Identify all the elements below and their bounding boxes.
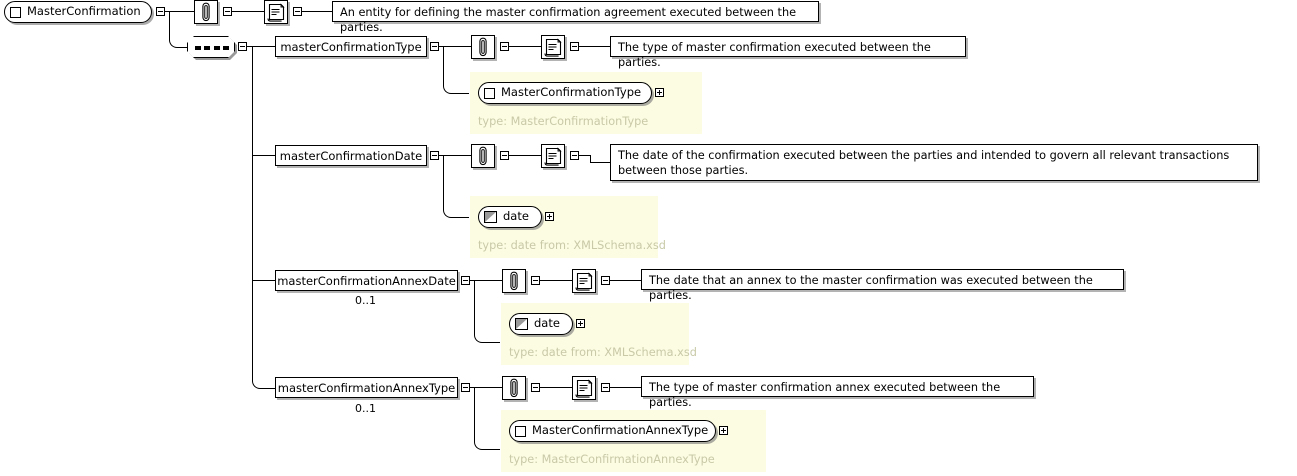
cardinality-child-4: 0..1: [355, 402, 376, 415]
connector-child3-doc-text: [610, 280, 642, 281]
toggle-minus-child-1[interactable]: [430, 42, 439, 51]
connector-child2-doc-seg1: [579, 155, 591, 156]
root-documentation-toggle-minus[interactable]: [293, 7, 302, 16]
sequence-compositor[interactable]: [187, 36, 235, 58]
annotation-toggle-child-1[interactable]: [500, 42, 509, 51]
paperclip-icon[interactable]: [194, 0, 218, 24]
documentation-box-child-1: The type of master confirmation executed…: [610, 36, 966, 69]
connector-child1-annotation-doc: [509, 46, 542, 47]
toggle-minus-child-3[interactable]: [461, 276, 470, 285]
sequence-dots: [195, 46, 229, 50]
connector-child2-doc-seg3: [590, 162, 611, 163]
root-element-node[interactable]: MasterConfirmation: [4, 1, 152, 23]
scroll-icon[interactable]: [541, 35, 565, 59]
element-label: masterConfirmationType: [280, 39, 422, 54]
scroll-icon[interactable]: [541, 144, 565, 168]
scroll-icon[interactable]: [572, 376, 596, 400]
cardinality-child-3: 0..1: [355, 294, 376, 307]
documentation-toggle-child-1[interactable]: [570, 42, 579, 51]
connector-annotation-documentation: [232, 11, 265, 12]
connector-documentation-text: [302, 11, 333, 12]
element-box-masterConfirmationAnnexDate[interactable]: masterConfirmationAnnexDate: [275, 270, 458, 291]
root-element-label: MasterConfirmation: [27, 4, 141, 19]
element-box-masterConfirmationAnnexType[interactable]: masterConfirmationAnnexType: [275, 377, 458, 398]
connector-trunk-child-2: [252, 155, 275, 156]
connector-child2-type: [443, 155, 469, 218]
simple-type-icon: [484, 211, 497, 223]
root-toggle-minus[interactable]: [156, 7, 165, 16]
type-toggle-plus-child-1[interactable]: [655, 88, 664, 97]
paperclip-icon[interactable]: [471, 35, 495, 59]
documentation-box-child-4: The type of master confirmation annex ex…: [641, 376, 1034, 409]
type-node-MasterConfirmationAnnexType[interactable]: MasterConfirmationAnnexType: [509, 420, 716, 442]
type-node-date[interactable]: date: [478, 206, 542, 228]
connector-trunk-child-3: [252, 280, 275, 281]
connector-child1-doc-text: [579, 46, 611, 47]
scroll-icon[interactable]: [572, 269, 596, 293]
connector-child2-doc-seg2: [590, 155, 591, 163]
element-label: masterConfirmationDate: [279, 148, 423, 163]
connector-child2-annotation: [439, 155, 472, 156]
type-toggle-plus-child-3[interactable]: [576, 319, 585, 328]
complex-element-icon: [515, 425, 526, 437]
toggle-minus-child-2[interactable]: [430, 151, 439, 160]
root-documentation-box: An entity for defining the master confir…: [332, 1, 819, 34]
documentation-toggle-child-2[interactable]: [570, 151, 579, 160]
element-label: masterConfirmationAnnexDate: [277, 273, 456, 288]
connector-child4-annotation-doc: [540, 387, 573, 388]
annotation-toggle-child-4[interactable]: [531, 383, 540, 392]
connector-child3-annotation: [470, 280, 503, 281]
element-box-masterConfirmationDate[interactable]: masterConfirmationDate: [275, 145, 427, 166]
paperclip-icon[interactable]: [502, 376, 526, 400]
type-node-label: MasterConfirmationType: [501, 85, 642, 100]
connector-root-sequence: [169, 11, 188, 48]
connector-child2-annotation-doc: [509, 155, 542, 156]
type-caption: type: MasterConfirmationAnnexType: [509, 453, 715, 466]
scroll-icon[interactable]: [264, 0, 288, 24]
connector-child4-doc-text: [610, 387, 642, 388]
complex-element-icon: [10, 6, 21, 18]
connector-child3-annotation-doc: [540, 280, 573, 281]
type-node-label: date: [534, 316, 560, 331]
documentation-toggle-child-4[interactable]: [601, 383, 610, 392]
toggle-minus-child-4[interactable]: [461, 383, 470, 392]
connector-trunk-child-4: [252, 368, 276, 389]
type-node-label: date: [503, 209, 529, 224]
type-caption: type: date from: XMLSchema.xsd: [478, 239, 666, 252]
connector-child1-annotation: [439, 46, 472, 47]
sequence-toggle-minus[interactable]: [238, 42, 247, 51]
connector-child4-annotation: [470, 387, 503, 388]
type-node-MasterConfirmationType[interactable]: MasterConfirmationType: [478, 82, 652, 104]
documentation-toggle-child-3[interactable]: [601, 276, 610, 285]
element-box-masterConfirmationType[interactable]: masterConfirmationType: [275, 36, 427, 57]
connector-child4-type: [474, 387, 500, 450]
documentation-box-child-2: The date of the confirmation executed be…: [610, 144, 1258, 181]
paperclip-icon[interactable]: [502, 269, 526, 293]
type-caption: type: MasterConfirmationType: [478, 115, 649, 128]
annotation-toggle-child-2[interactable]: [500, 151, 509, 160]
annotation-toggle-child-3[interactable]: [531, 276, 540, 285]
connector-child3-type: [474, 280, 500, 343]
paperclip-icon[interactable]: [471, 144, 495, 168]
complex-element-icon: [484, 87, 495, 99]
connector-sequence-child-1: [247, 46, 275, 47]
type-toggle-plus-child-2[interactable]: [545, 212, 554, 221]
connector-child1-type: [443, 46, 469, 94]
tree-trunk: [252, 46, 253, 380]
element-label: masterConfirmationAnnexType: [277, 380, 456, 395]
type-toggle-plus-child-4[interactable]: [719, 426, 728, 435]
type-node-date[interactable]: date: [509, 313, 573, 335]
root-annotation-toggle-minus[interactable]: [223, 7, 232, 16]
documentation-box-child-3: The date that an annex to the master con…: [641, 269, 1124, 302]
simple-type-icon: [515, 318, 528, 330]
type-node-label: MasterConfirmationAnnexType: [532, 423, 709, 438]
type-caption: type: date from: XMLSchema.xsd: [509, 346, 697, 359]
